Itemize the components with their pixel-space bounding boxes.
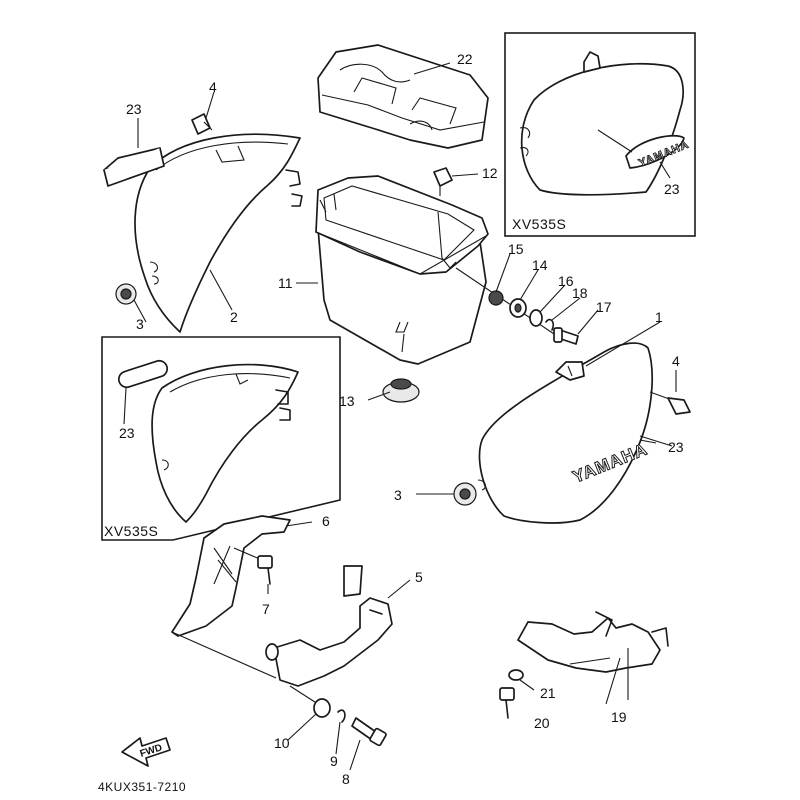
callout-7: 7 bbox=[262, 601, 270, 617]
leader-lines bbox=[123, 62, 677, 771]
damper-part-13 bbox=[382, 378, 420, 403]
callout-21: 21 bbox=[540, 685, 556, 701]
variant-cover-left bbox=[117, 359, 299, 523]
grommet-part-3-left bbox=[115, 283, 137, 305]
callout-23-inset-left: 23 bbox=[119, 425, 135, 441]
battery-case-part bbox=[315, 175, 489, 365]
callout-4-right: 4 bbox=[672, 353, 680, 369]
bolt-part-4-left bbox=[191, 113, 213, 135]
callout-19: 19 bbox=[611, 709, 627, 725]
decal-part-23-left bbox=[103, 147, 165, 187]
right-side-cover-part: YAMAHA bbox=[477, 342, 653, 524]
callout-23-right: 23 bbox=[668, 439, 684, 455]
variant-inset-left: XV535S bbox=[101, 336, 341, 541]
callout-12: 12 bbox=[482, 165, 498, 181]
callout-8: 8 bbox=[342, 771, 350, 787]
spring-washer-part-18 bbox=[545, 318, 555, 331]
forward-direction-arrow: FWD bbox=[121, 737, 171, 767]
lower-bracket-part-5 bbox=[171, 565, 393, 705]
callout-17: 17 bbox=[596, 299, 612, 315]
clip-part bbox=[433, 167, 453, 196]
callout-15: 15 bbox=[508, 241, 524, 257]
washer-part-10 bbox=[313, 698, 331, 718]
callout-16: 16 bbox=[558, 273, 574, 289]
callout-20: 20 bbox=[534, 715, 550, 731]
callout-11: 11 bbox=[278, 275, 293, 291]
drawing-code: 4KUX351-7210 bbox=[98, 780, 186, 794]
variant-label-left: XV535S bbox=[104, 523, 158, 539]
callout-3-right: 3 bbox=[394, 487, 402, 503]
callout-14: 14 bbox=[532, 257, 548, 273]
callout-10: 10 bbox=[274, 735, 290, 751]
lower-fasteners bbox=[313, 698, 387, 747]
callout-13: 13 bbox=[339, 393, 355, 409]
callout-23-left: 23 bbox=[126, 101, 142, 117]
collar-part-15 bbox=[488, 290, 504, 306]
callout-9: 9 bbox=[330, 753, 338, 769]
decal-part-23-inset-left bbox=[117, 359, 169, 389]
callout-3-left: 3 bbox=[136, 316, 144, 332]
stay-bracket-part-6 bbox=[171, 515, 291, 637]
callout-22: 22 bbox=[457, 51, 473, 67]
variant-cover-right: YAMAHA bbox=[519, 51, 691, 196]
callout-4-left: 4 bbox=[209, 79, 217, 95]
callout-18: 18 bbox=[572, 285, 588, 301]
bolt-part-20 bbox=[499, 687, 515, 719]
bracket-part-19 bbox=[517, 611, 669, 673]
bolt-part-7 bbox=[233, 547, 273, 585]
callout-1: 1 bbox=[655, 309, 663, 325]
callout-5: 5 bbox=[415, 569, 423, 585]
washer-part-21 bbox=[508, 669, 524, 681]
washer-part-16 bbox=[529, 309, 543, 327]
callout-2: 2 bbox=[230, 309, 238, 325]
fastener-stack bbox=[455, 267, 579, 345]
battery-cover-part bbox=[317, 44, 489, 149]
bolt-part-4-right bbox=[649, 391, 691, 415]
callout-labels: 1 2 3 3 4 4 5 6 7 8 9 10 11 12 13 14 15 … bbox=[119, 51, 684, 787]
callout-6: 6 bbox=[322, 513, 330, 529]
callout-23-inset-right: 23 bbox=[664, 181, 680, 197]
grommet-part-3-right bbox=[453, 482, 477, 506]
spring-washer-part-9 bbox=[337, 709, 346, 723]
emblem-part-23-inset-right bbox=[625, 134, 685, 169]
left-side-cover-part bbox=[134, 133, 303, 333]
variant-label-top-right: XV535S bbox=[512, 216, 566, 232]
variant-inset-top-right: XV535S bbox=[504, 32, 696, 237]
